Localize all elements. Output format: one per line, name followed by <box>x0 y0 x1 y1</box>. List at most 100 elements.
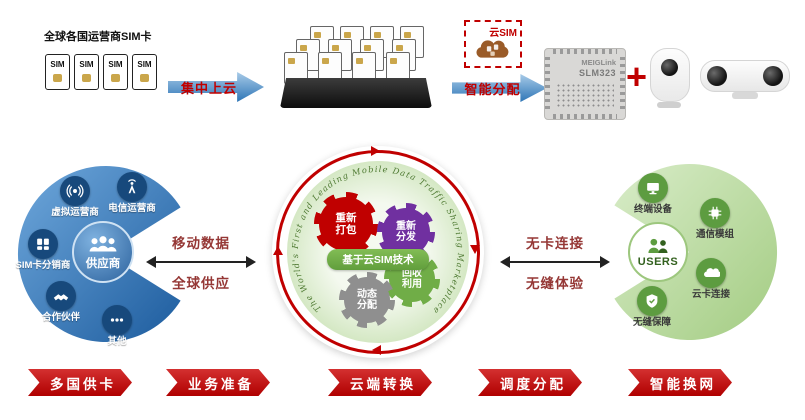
chip-dot-matrix <box>556 83 614 109</box>
user-item-label: 通信模组 <box>695 229 734 240</box>
sim-card-text: SIM <box>79 60 94 69</box>
supplier-item-label: SIM卡分销商 <box>15 260 71 271</box>
stage-banner: 业务准备 <box>166 369 270 396</box>
chip-pins <box>620 57 625 111</box>
suppliers-hub: 供应商 <box>72 221 134 283</box>
sim-bank-base <box>280 78 432 108</box>
shield-icon <box>637 286 667 316</box>
camera-lens <box>763 66 783 86</box>
chip-pins <box>553 49 617 54</box>
supplier-item-others: 其他 <box>79 305 155 348</box>
supplier-item-label: 电信运营商 <box>108 203 156 214</box>
camera-base <box>732 92 758 99</box>
sim-chip-icon <box>53 74 62 82</box>
suppliers-hub-label: 供应商 <box>85 257 121 270</box>
user-item-comm-module: 通信模组 <box>677 198 753 241</box>
sim-chip-icon <box>140 74 149 82</box>
flow-label-top: 无卡连接 <box>526 236 584 251</box>
supplier-item-label: 合作伙伴 <box>41 312 80 323</box>
arrowhead-left <box>146 256 156 268</box>
double-arrow-icon <box>500 256 610 268</box>
cloud-sim-dashed-box: 云SIM <box>464 20 522 68</box>
plus-sign: + <box>626 56 648 97</box>
user-item-terminal-devices: 终端设备 <box>615 173 691 216</box>
user-item-label: 终端设备 <box>633 204 672 215</box>
sim-grid-icon <box>28 229 58 259</box>
camera-base <box>657 102 681 108</box>
stage-banner: 多国供卡 <box>28 369 132 396</box>
sim-bank-card <box>296 39 320 71</box>
cycle-arrow-icon <box>273 246 283 255</box>
chip-icon <box>700 198 730 228</box>
sim-bank-device <box>280 26 432 110</box>
double-arrow-icon <box>146 256 256 268</box>
gear-label: 重新分发 <box>396 220 416 244</box>
supplier-item-sim-distributor: SIM卡分销商 <box>5 229 81 272</box>
allocate-arrow: 智能分配 <box>452 74 547 102</box>
user-item-label: 云卡连接 <box>691 289 730 300</box>
user-item-cloud-card-connect: 云卡连接 <box>673 258 749 301</box>
cloud-sim-icon <box>476 40 509 58</box>
cloud-sim-tech-banner: 基于云SIM技术 <box>327 249 429 270</box>
chip-model-label: SLM323 <box>578 68 616 78</box>
chip-pins <box>553 114 617 119</box>
flow-label-bottom: 全球供应 <box>172 276 230 291</box>
supplier-item-label: 其他 <box>107 336 127 347</box>
arrowhead-right <box>600 256 610 268</box>
sim-chip-icon <box>82 74 91 82</box>
arrow-line <box>155 261 247 263</box>
chip-module: MEIGLink SLM323 <box>544 48 626 120</box>
flow-right: 无卡连接 无缝体验 <box>500 232 610 292</box>
stage-banner: 智能换网 <box>628 369 732 396</box>
gear-repackage: 重新打包 <box>314 192 378 256</box>
allocate-arrow-label: 智能分配 <box>464 81 521 97</box>
suppliers-cluster: 虚拟运营商 电信运营商 SIM卡分销商 <box>15 162 197 350</box>
camera-image <box>650 48 690 102</box>
arrowhead-left <box>500 256 510 268</box>
supplier-item-virtual-operator: 虚拟运营商 <box>37 176 113 219</box>
users-hub: USERS <box>628 222 688 282</box>
sim-card: SIM <box>103 54 128 90</box>
dual-camera-image <box>700 60 790 92</box>
cloud-sim-label: 云SIM <box>489 28 517 39</box>
cycle-arrow-icon <box>371 146 380 156</box>
sim-card: SIM <box>74 54 99 90</box>
sim-card-text: SIM <box>137 60 152 69</box>
gear-label: 回收利用 <box>402 267 422 291</box>
sim-card-text: SIM <box>50 60 65 69</box>
antenna-icon <box>117 172 147 202</box>
gear-dynamic-allocation: 动态分配 <box>339 272 395 328</box>
camera-devices <box>650 44 798 116</box>
flow-label-bottom: 无缝体验 <box>526 276 584 291</box>
people-icon <box>89 235 117 252</box>
cycle-arrow-icon <box>470 245 480 254</box>
stage-banner: 云端转换 <box>328 369 432 396</box>
ellipsis-icon <box>102 305 132 335</box>
sim-card: SIM <box>132 54 157 90</box>
user-item-seamless-guarantee: 无缝保障 <box>614 286 690 329</box>
sim-card: SIM <box>45 54 70 90</box>
stage-banner: 调度分配 <box>478 369 582 396</box>
arrow-line <box>509 261 601 263</box>
supplier-item-telecom-operator: 电信运营商 <box>94 172 170 215</box>
flow-label-top: 移动数据 <box>172 236 230 251</box>
centralize-arrow-label: 集中上云 <box>180 80 237 96</box>
marketplace-circle: The World's First and Leading Mobile Dat… <box>272 146 484 358</box>
broadcast-icon <box>60 176 90 206</box>
cycle-arrow-icon <box>372 345 381 355</box>
camera-lens <box>707 66 727 86</box>
chip-pins <box>545 57 550 111</box>
gear-label: 动态分配 <box>357 288 377 312</box>
flow-left: 移动数据 全球供应 <box>146 232 256 292</box>
handshake-icon <box>46 281 76 311</box>
supplier-item-label: 虚拟运营商 <box>51 207 99 218</box>
cloud-icon <box>696 258 726 288</box>
gear-label: 重新打包 <box>335 211 357 236</box>
supplier-item-partners: 合作伙伴 <box>23 281 99 324</box>
camera-lens <box>661 59 678 76</box>
people-icon <box>648 238 668 253</box>
centralize-arrow: 集中上云 <box>168 72 264 102</box>
user-item-label: 无缝保障 <box>632 317 671 328</box>
sim-card-text: SIM <box>108 60 123 69</box>
